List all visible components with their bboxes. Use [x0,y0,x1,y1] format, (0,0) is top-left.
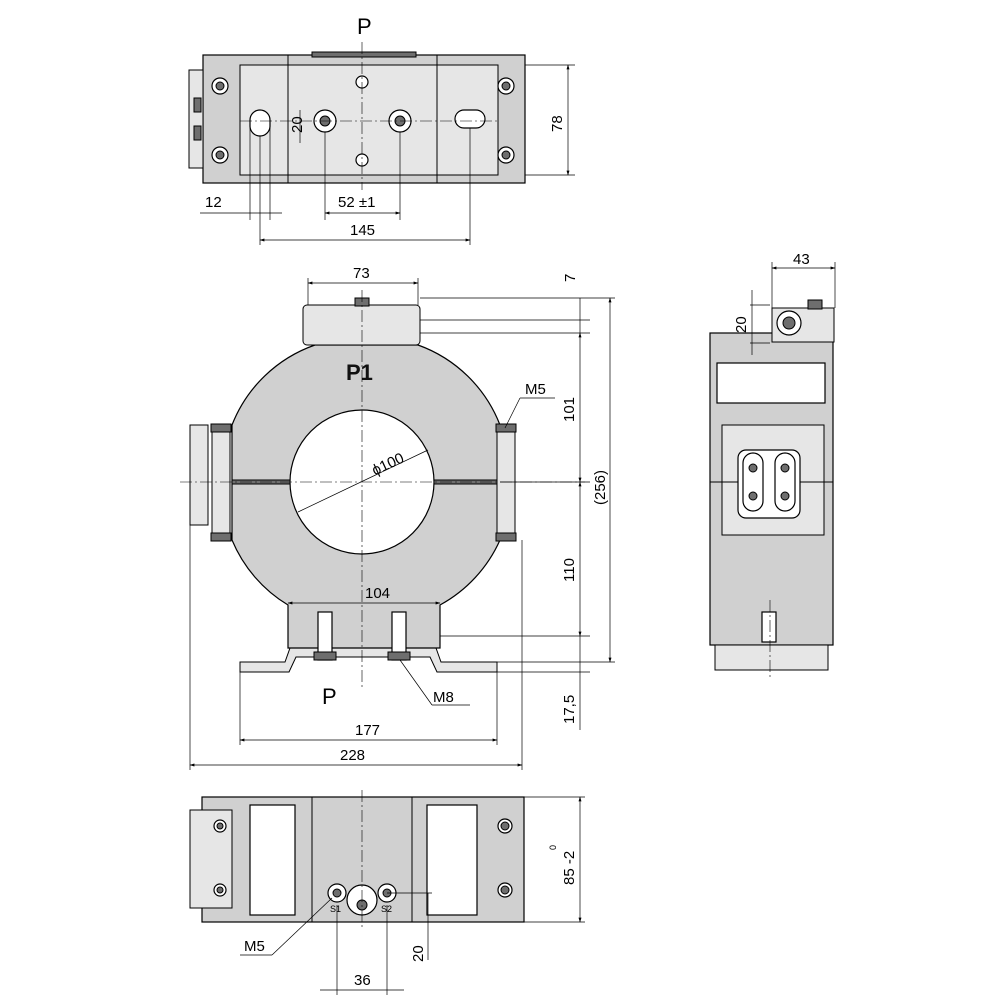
front-view-side-cover [189,424,209,526]
top-view: P 78 20 [188,14,575,245]
front-view: ϕ100 P1 P 73 7 [180,265,615,770]
dim-145: 145 [350,222,375,239]
dim-104: 104 [365,585,390,602]
terminal-s1-label: S1 [330,904,341,914]
callout-m8: M8 [433,689,454,706]
bottom-view-window-left [249,804,296,916]
front-view-section-label: P [322,684,337,709]
dim-256: (256) [592,470,609,505]
dim-52: 52 ±1 [338,194,375,211]
side-view-label-plate [716,362,826,404]
dim-20-side: 20 [733,316,750,333]
callout-m5-bottom: M5 [244,938,265,955]
dim-36: 36 [354,972,371,989]
dim-78: 78 [549,115,566,132]
dim-7: 7 [562,274,579,282]
dim-110: 110 [561,558,578,582]
side-view: 43 20 [709,251,836,680]
front-view-body-label: P1 [346,360,373,385]
dim-85: 85 -2 [561,851,578,885]
top-view-slot [454,109,486,129]
terminal-s2-label: S2 [381,904,392,914]
front-view-top-block [302,304,421,346]
top-view-slot [249,109,271,137]
dim-12: 12 [205,194,222,211]
dim-17-5: 17,5 [561,695,578,724]
dim-20-top: 20 [289,116,306,133]
dim-73: 73 [353,265,370,282]
dim-177: 177 [355,722,380,739]
dim-85-tolerance: 0 [548,845,558,850]
bottom-view: S1 S2 85 -2 0 20 36 M5 [189,790,585,995]
callout-m5-front: M5 [525,381,546,398]
dim-101: 101 [561,397,578,422]
top-view-section-label: P [357,14,372,39]
dim-20-bottom: 20 [410,945,427,962]
side-view-base [714,644,829,671]
dim-228: 228 [340,747,365,764]
dim-43: 43 [793,251,810,268]
bottom-view-window-right [426,804,478,916]
front-view-mounting-foot [239,647,498,673]
top-view-terminal-cover [188,69,204,169]
